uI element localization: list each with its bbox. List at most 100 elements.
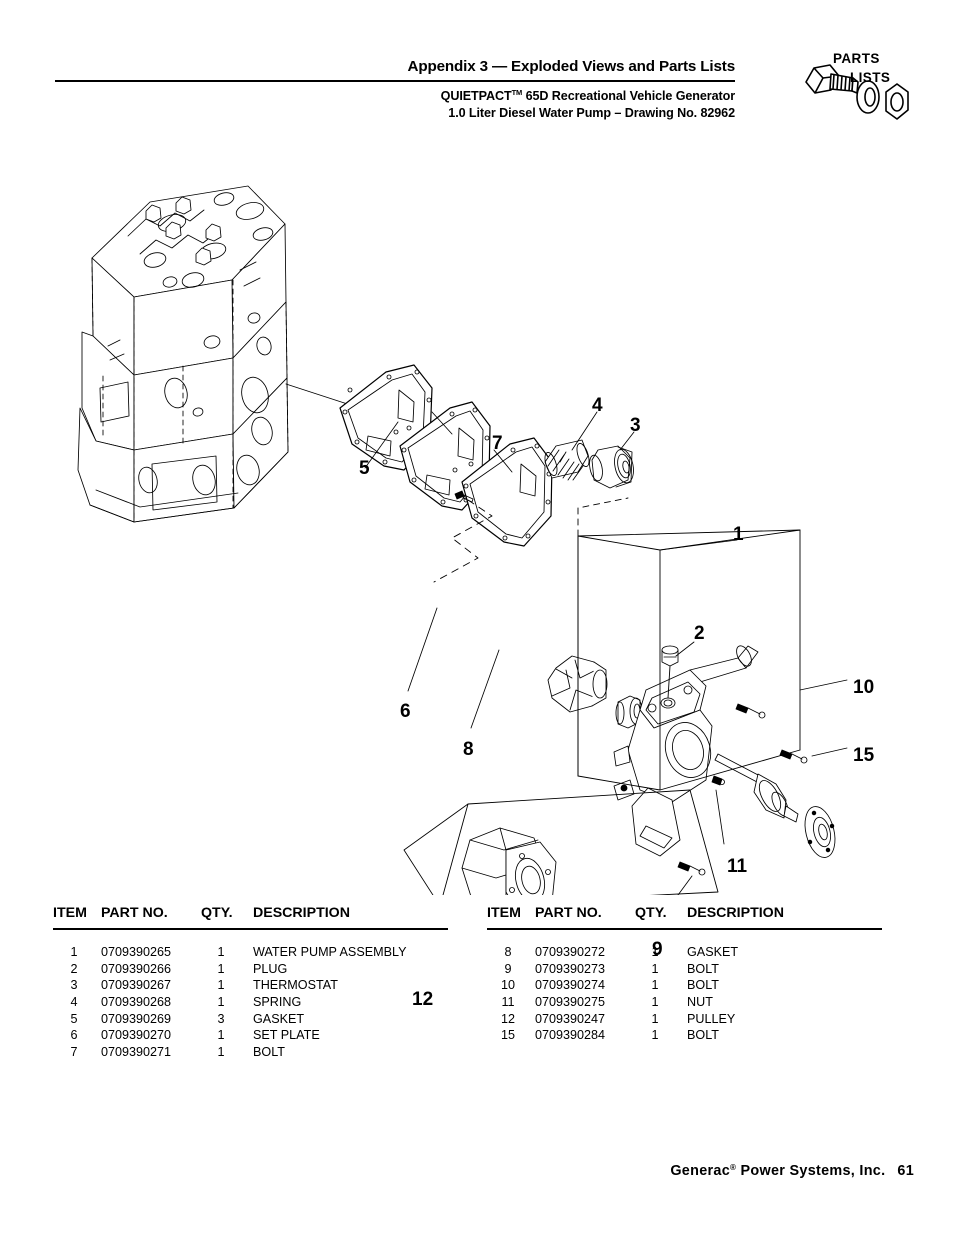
row-item-number: 11 bbox=[501, 995, 515, 1010]
callout-3: 3 bbox=[630, 415, 641, 436]
row-part-number: 0709390284 bbox=[535, 1028, 606, 1043]
bolt-9-drawing bbox=[677, 861, 706, 876]
footer-company: Generac bbox=[670, 1163, 731, 1179]
footer-company-line: Generac® Power Systems, Inc.61 bbox=[670, 1163, 914, 1179]
row-description: SPRING bbox=[253, 995, 302, 1010]
row-description: GASKET bbox=[687, 945, 739, 959]
row-description: SET PLATE bbox=[253, 1028, 320, 1043]
row-quantity: 1 bbox=[217, 945, 225, 959]
callout-12: 12 bbox=[412, 989, 434, 1010]
logo-text-lists: LISTS bbox=[850, 70, 891, 85]
row-quantity: 1 bbox=[651, 945, 659, 959]
parts-table-left-header: ITEM PART NO. QTY. DESCRIPTION bbox=[53, 905, 448, 931]
nut-11-drawing bbox=[711, 775, 725, 786]
footer-company-rest: Power Systems, Inc. bbox=[736, 1163, 886, 1179]
row-item-number: 12 bbox=[500, 1011, 515, 1026]
table-row: 11 0709390275 1 NUT bbox=[487, 995, 882, 1012]
impeller-drawing bbox=[547, 655, 608, 713]
header-divider bbox=[55, 80, 735, 83]
bolt-7-drawing bbox=[454, 490, 474, 503]
callout-9: 9 bbox=[652, 939, 663, 960]
row-quantity: 1 bbox=[217, 995, 225, 1010]
water-pump-exploded-illustration bbox=[77, 185, 848, 895]
callout-1: 1 bbox=[733, 524, 744, 545]
row-part-number: 0709390270 bbox=[101, 1028, 172, 1043]
table-row: 7 0709390271 1 BOLT bbox=[53, 1045, 448, 1062]
row-item-number: 3 bbox=[70, 978, 78, 993]
row-part-number: 0709390273 bbox=[535, 961, 606, 976]
column-header-qty: QTY. bbox=[635, 905, 667, 921]
callout-11: 11 bbox=[727, 856, 748, 877]
subtitle-model-rest: 65D Recreational Vehicle Generator bbox=[522, 89, 736, 103]
page-number: 61 bbox=[897, 1163, 914, 1179]
row-item-number: 6 bbox=[70, 1028, 78, 1043]
row-description: BOLT bbox=[687, 961, 719, 976]
row-item-number: 2 bbox=[70, 961, 78, 976]
callout-2: 2 bbox=[694, 623, 705, 644]
table-header-rule bbox=[53, 928, 448, 931]
row-quantity: 1 bbox=[217, 978, 225, 993]
row-part-number: 0709390272 bbox=[535, 945, 606, 959]
row-description: PULLEY bbox=[687, 1011, 736, 1026]
exploded-view-diagram: 1 2 3 4 5 6 7 8 9 10 11 12 15 bbox=[0, 150, 954, 1010]
thermostat-3-drawing bbox=[589, 445, 634, 489]
subtitle-line-1: QUIETPACTTM 65D Recreational Vehicle Gen… bbox=[55, 85, 735, 105]
row-description: BOLT bbox=[687, 1028, 719, 1043]
row-quantity: 1 bbox=[651, 978, 659, 993]
column-header-qty: QTY. bbox=[201, 905, 233, 921]
row-part-number: 0709390274 bbox=[535, 978, 606, 993]
callout-5: 5 bbox=[359, 458, 370, 479]
row-quantity: 3 bbox=[217, 1011, 225, 1026]
row-item-number: 7 bbox=[70, 1045, 78, 1060]
table-row: 8 0709390272 1 GASKET bbox=[487, 945, 882, 962]
row-item-number: 4 bbox=[70, 995, 78, 1010]
row-part-number: 0709390267 bbox=[101, 978, 172, 993]
parts-table-right-header: ITEM PART NO. QTY. DESCRIPTION bbox=[487, 905, 882, 931]
callout-15: 15 bbox=[853, 745, 875, 766]
bolt-washer-nut-icon bbox=[805, 64, 909, 120]
row-item-number: 5 bbox=[70, 1011, 78, 1026]
parts-lists-logo: PARTS LISTS bbox=[792, 44, 912, 140]
parts-lists-container: ITEM PART NO. QTY. DESCRIPTION 1 07093902… bbox=[0, 905, 954, 1105]
column-header-item: ITEM bbox=[53, 905, 87, 921]
gasket-8-drawing bbox=[461, 437, 553, 547]
row-item-number: 8 bbox=[504, 945, 512, 959]
row-part-number: 0709390247 bbox=[535, 1011, 606, 1026]
plug-2-drawing bbox=[661, 645, 679, 667]
spring-4-drawing bbox=[544, 439, 590, 481]
trademark-mark: TM bbox=[511, 88, 523, 97]
callout-8: 8 bbox=[463, 739, 474, 760]
callout-10: 10 bbox=[853, 677, 875, 698]
row-quantity: 1 bbox=[217, 961, 225, 976]
row-description: BOLT bbox=[253, 1045, 285, 1060]
callout-7: 7 bbox=[492, 433, 503, 454]
row-part-number: 0709390265 bbox=[101, 945, 172, 959]
pulley-boundary bbox=[403, 789, 719, 895]
bolt-10-drawing bbox=[735, 703, 766, 719]
row-part-number: 0709390269 bbox=[101, 1011, 172, 1026]
column-header-description: DESCRIPTION bbox=[687, 905, 784, 921]
parts-table-right: ITEM PART NO. QTY. DESCRIPTION 8 07093902… bbox=[487, 905, 882, 1042]
row-part-number: 0709390271 bbox=[101, 1045, 172, 1060]
pump-flange-drawing bbox=[804, 806, 836, 858]
logo-text-parts: PARTS bbox=[833, 51, 880, 66]
row-quantity: 1 bbox=[217, 1045, 225, 1060]
subtitle-model: QUIETPACT bbox=[440, 89, 512, 103]
document-subtitle: QUIETPACTTM 65D Recreational Vehicle Gen… bbox=[55, 85, 735, 121]
row-quantity: 1 bbox=[651, 995, 659, 1010]
row-part-number: 0709390275 bbox=[535, 995, 606, 1010]
row-description: NUT bbox=[687, 995, 713, 1010]
page-footer: Generac® Power Systems, Inc.61 bbox=[0, 1163, 954, 1203]
page-title: Appendix 3 — Exploded Views and Parts Li… bbox=[407, 58, 736, 75]
row-description: PLUG bbox=[253, 961, 288, 976]
